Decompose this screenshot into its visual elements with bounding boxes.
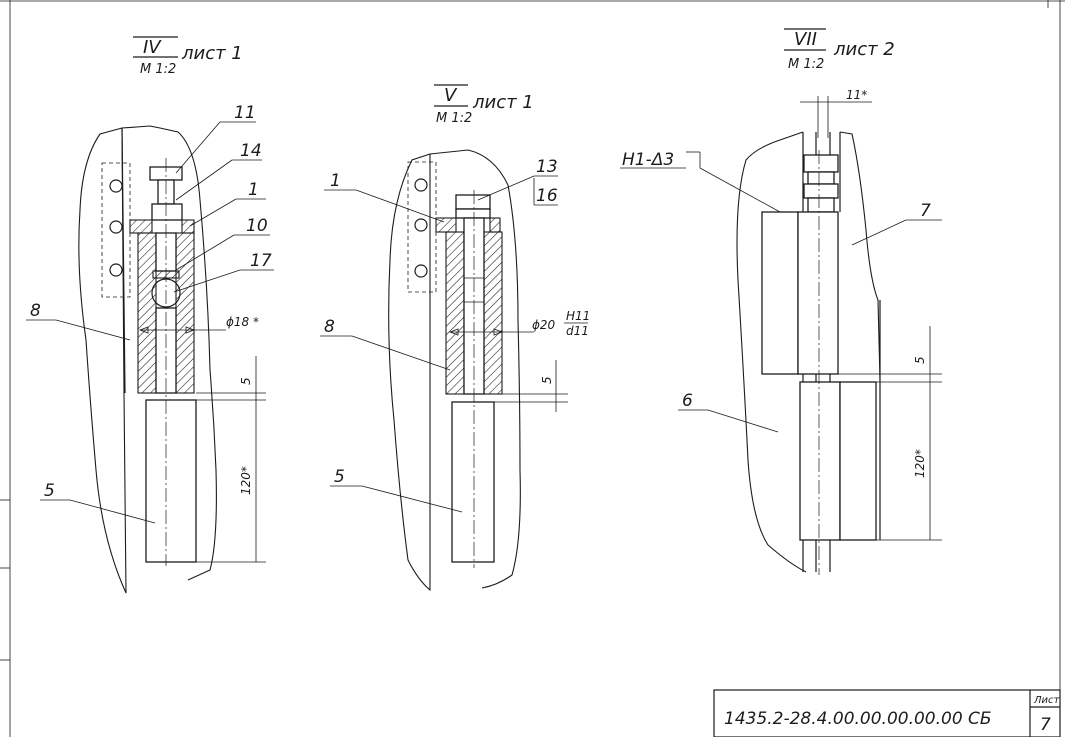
drawing-label: 16 <box>536 186 558 206</box>
sheet-number: 7 <box>1040 715 1051 735</box>
drawing-label: 11* <box>846 88 867 102</box>
callout-17: 17 <box>173 251 274 293</box>
drawing-label: 5 <box>334 467 345 487</box>
view-v-numeral: V <box>444 85 458 106</box>
drawing-label: ϕ20 <box>532 318 556 332</box>
bracket-flange <box>129 219 153 234</box>
drawing-label: 10 <box>246 216 268 236</box>
drawing-label: 5 <box>540 376 554 384</box>
view-v-sheet: лист 1 <box>472 92 534 113</box>
dimension-diameter: ϕ18 * <box>138 315 259 334</box>
drawing-label: 13 <box>536 157 558 177</box>
weld-block <box>839 381 877 541</box>
bracket-flange <box>181 219 195 234</box>
weld-note: Н1-Δ3 <box>620 150 781 213</box>
callout-14: 14 <box>175 141 262 201</box>
view-iv-sheet: лист 1 <box>181 43 243 64</box>
view-v-scale: М 1:2 <box>436 111 472 126</box>
callout-7: 7 <box>851 201 942 246</box>
drawing-label: 8 <box>30 301 41 321</box>
drawing-label: 5 <box>239 377 253 385</box>
wall-breakout <box>121 125 217 581</box>
callout-16: 16 <box>533 178 558 206</box>
pipe-5 <box>451 401 495 563</box>
drawing-label: 1 <box>330 171 341 191</box>
wall-breakout <box>388 153 431 592</box>
callout-11: 11 <box>175 103 256 174</box>
view-iv-scale: М 1:2 <box>140 62 176 77</box>
wall-breakout <box>736 131 807 573</box>
callout-6: 6 <box>678 391 779 433</box>
dimension-gap: 5 <box>494 360 568 412</box>
view-vii-numeral: VII <box>794 29 817 50</box>
sleeve-left <box>137 232 157 394</box>
callout-8: 8 <box>26 301 131 341</box>
dimension-length: 5 120* <box>838 326 942 541</box>
drawing-label: 17 <box>250 251 272 271</box>
view-iv-title: IV лист 1 М 1:2 <box>133 36 243 77</box>
drawing-label: ϕ18 * <box>226 315 259 329</box>
wall-breakout <box>839 131 881 381</box>
dimension-diameter: ϕ20 Н11 d11 <box>448 309 590 338</box>
pipe-6 <box>799 381 841 541</box>
callout-1: 1 <box>189 180 266 227</box>
drawing-label: 120* <box>913 449 927 478</box>
view-vii-title: VII лист 2 М 1:2 <box>784 28 895 72</box>
view-v: V лист 1 М 1:2 13 <box>320 84 590 592</box>
weld-block <box>761 211 799 375</box>
washer <box>455 208 491 219</box>
drawing-label: 6 <box>682 391 693 411</box>
sleeve-right <box>175 232 195 394</box>
view-vii-sheet: лист 2 <box>833 39 895 60</box>
drawing-label: 5 <box>44 481 55 501</box>
bracket-plate <box>101 162 131 298</box>
view-vii: VII лист 2 М 1:2 11* <box>620 28 942 575</box>
washer <box>151 203 183 221</box>
callout-8: 8 <box>320 317 451 371</box>
callout-5: 5 <box>330 467 463 513</box>
callout-5: 5 <box>40 481 156 524</box>
drawing-label: d11 <box>566 324 589 338</box>
title-block: 1435.2-28.4.00.00.00.00.00 СБ Лист 7 <box>713 689 1061 738</box>
wall-breakout <box>78 127 127 594</box>
callout-10: 10 <box>175 216 270 271</box>
dimension-top: 11* <box>800 88 872 138</box>
callout-1: 1 <box>324 171 445 223</box>
sheet-label: Лист <box>1033 695 1061 706</box>
view-iv-numeral: IV <box>143 37 162 58</box>
view-v-title: V лист 1 М 1:2 <box>434 84 534 126</box>
drawing-label: 8 <box>324 317 335 337</box>
drawing-designation: 1435.2-28.4.00.00.00.00.00 СБ <box>724 709 992 729</box>
dimension-length: 5 120* <box>196 356 266 563</box>
view-vii-scale: М 1:2 <box>788 57 824 72</box>
callout-13: 13 <box>477 157 558 201</box>
pipe-5 <box>145 399 197 563</box>
drawing-label: 120* <box>239 466 253 495</box>
drawing-label: 7 <box>920 201 931 221</box>
view-iv: IV лист 1 М 1:2 11 <box>26 36 274 594</box>
wall-breakout <box>429 149 521 589</box>
drawing-label: Н11 <box>566 309 590 323</box>
bracket-plate <box>407 161 437 293</box>
drawing-label: 11 <box>234 103 256 123</box>
drawing-label: 1 <box>248 180 259 200</box>
bracket-flange <box>489 217 501 233</box>
threaded-connector <box>803 154 839 213</box>
drawing-label: Н1-Δ3 <box>622 150 674 170</box>
sleeve-right <box>483 231 503 395</box>
pipe-7 <box>797 211 839 375</box>
drawing-label: 5 <box>913 356 927 364</box>
drawing-label: 14 <box>240 141 262 161</box>
